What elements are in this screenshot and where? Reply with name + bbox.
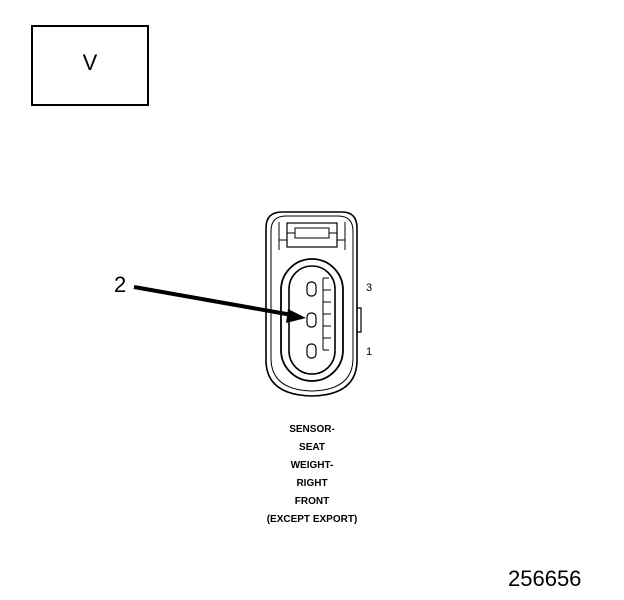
connector-housing-inner — [270, 215, 354, 392]
caption-line: SENSOR- — [289, 424, 335, 435]
caption-line: (EXCEPT EXPORT) — [266, 514, 358, 525]
pin-label-3: 3 — [366, 282, 373, 294]
pin-label-1: 1 — [366, 346, 373, 358]
caption-line: RIGHT — [296, 478, 328, 489]
callout-arrow-line — [133, 285, 293, 317]
side-ribs — [322, 277, 331, 351]
component-caption: SENSOR- SEAT WEIGHT- RIGHT FRONT (EXCEPT… — [232, 421, 392, 529]
caption-line: FRONT — [294, 496, 330, 507]
callout-arrowhead — [286, 309, 306, 323]
connector-latch — [278, 222, 346, 250]
view-label: V — [82, 49, 98, 75]
caption-line: SEAT — [299, 442, 325, 453]
housing-key — [357, 307, 362, 333]
figure-number: 256656 — [508, 566, 582, 591]
cavity-face-outer — [280, 258, 344, 382]
caption-line: WEIGHT- — [290, 460, 334, 471]
callout-number: 2 — [114, 272, 127, 297]
terminal-slots — [306, 281, 317, 359]
view-label-box: V — [31, 25, 149, 106]
connector-housing-outer — [265, 211, 358, 397]
